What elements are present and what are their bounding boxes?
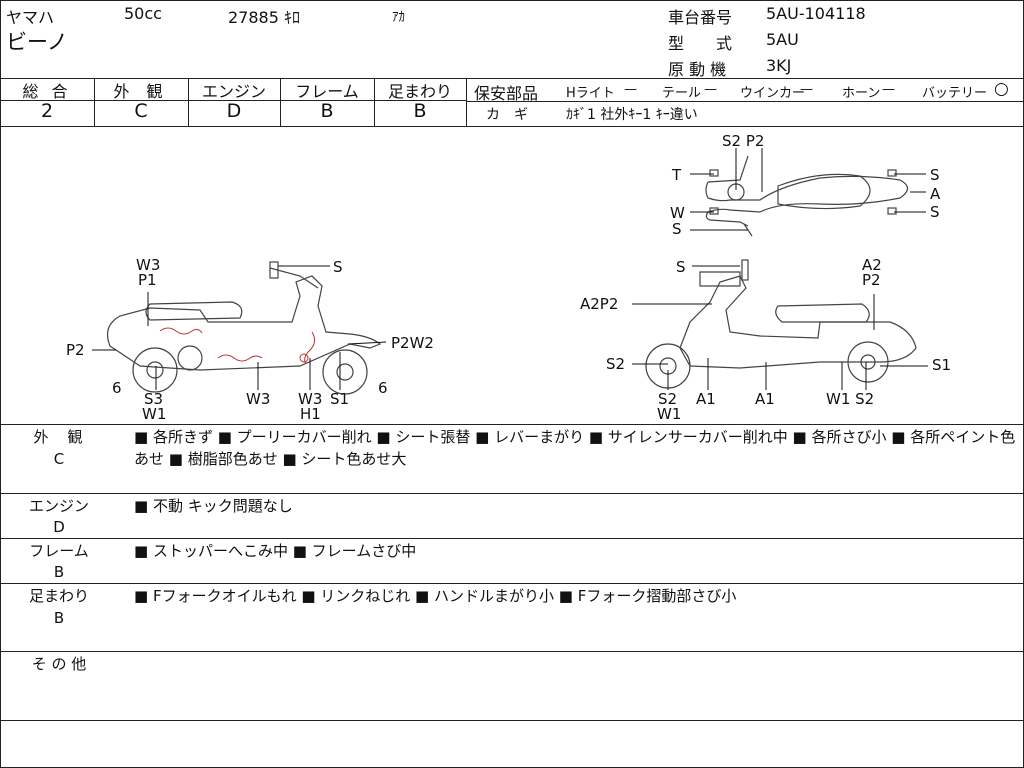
- label-right-w1s2: W1 S2: [826, 390, 875, 408]
- label-top-s-bottom: S: [672, 220, 682, 238]
- label-right-w1: W1: [657, 405, 682, 423]
- label-left-p1: P1: [138, 271, 157, 289]
- label-left-w3-mid: W3: [246, 390, 271, 408]
- label-right-a1b: A1: [755, 390, 775, 408]
- section-frame-text: ■ ストッパーへこみ中 ■ フレームさび中: [134, 542, 417, 560]
- label-right-s2-left: S2: [606, 355, 626, 373]
- divider: [466, 101, 1024, 102]
- section-suspension-label: 足まわり: [28, 587, 89, 605]
- label-left-6b: 6: [378, 379, 388, 397]
- section-engine-text: ■ 不動 キック問題なし: [134, 497, 293, 515]
- safety-battery: バッテリー: [922, 86, 988, 101]
- divider: [94, 78, 95, 126]
- label-left-s3: S3: [144, 390, 164, 408]
- key-label: カ ギ: [486, 107, 528, 123]
- grade-engine-value: D: [226, 100, 242, 122]
- scooter-diagram: [92, 148, 928, 395]
- safety-tail-mark: —: [704, 82, 717, 97]
- section-frame-label: フレーム: [29, 542, 89, 560]
- label-top-t: T: [672, 166, 682, 184]
- mileage: 27885 ｷﾛ: [228, 8, 300, 27]
- label-right-s: S: [676, 258, 686, 276]
- frame-no: 5AU-104118: [766, 4, 866, 23]
- engine-label: 原 動 機: [668, 60, 727, 79]
- label-left-6a: 6: [112, 379, 122, 397]
- divider: [0, 78, 1024, 79]
- label-right-a2p2-left: A2P2: [580, 295, 619, 313]
- grade-exterior-label: 外 観: [113, 82, 169, 101]
- color: ｱｶ: [392, 10, 405, 25]
- safety-battery-mark: ○: [994, 79, 1009, 99]
- label-top-w: W: [670, 204, 685, 222]
- section-engine-grade: D: [53, 518, 65, 536]
- grade-suspension-value: B: [413, 100, 427, 122]
- label-left-s: S: [333, 258, 343, 276]
- label-top-s2p2: S2 P2: [722, 132, 765, 150]
- displacement: 50cc: [124, 4, 162, 23]
- grade-suspension-label: 足まわり: [387, 82, 452, 101]
- divider: [374, 78, 375, 126]
- divider: [0, 538, 1024, 539]
- safety-headlight: Hライト: [566, 86, 615, 101]
- label-left-p2: P2: [66, 341, 85, 359]
- engine-value: 3KJ: [766, 56, 792, 75]
- section-suspension-text: ■ Fフォークオイルもれ ■ リンクねじれ ■ ハンドルまがり小 ■ Fフォーク…: [134, 587, 737, 605]
- section-engine-label: エンジン: [28, 497, 89, 515]
- grade-engine-label: エンジン: [201, 82, 266, 101]
- divider: [0, 126, 1024, 127]
- label-left-w3: W3: [136, 256, 161, 274]
- label-right-a2: A2: [862, 256, 882, 274]
- divider: [188, 78, 189, 126]
- safety-horn: ホーン: [842, 86, 881, 101]
- grade-exterior-value: C: [134, 100, 148, 122]
- safety-horn-mark: —: [882, 82, 895, 97]
- label-right-s2: S2: [658, 390, 678, 408]
- label-left-p2w2: P2W2: [391, 334, 434, 352]
- divider: [0, 424, 1024, 425]
- divider: [0, 651, 1024, 652]
- safety-tail: テール: [662, 86, 702, 101]
- section-suspension-grade: B: [53, 609, 65, 627]
- label-right-a1a: A1: [696, 390, 716, 408]
- label-right-s1: S1: [932, 356, 952, 374]
- section-frame-grade: B: [53, 563, 65, 581]
- divider: [0, 493, 1024, 494]
- divider: [0, 583, 1024, 584]
- left-side-scooter: [107, 261, 382, 395]
- section-exterior-grade: C: [53, 450, 65, 468]
- right-side-scooter: [645, 259, 917, 389]
- divider: [466, 78, 467, 126]
- grade-frame-label: フレーム: [295, 82, 359, 101]
- safety-winker: ウインカー: [740, 86, 806, 101]
- section-exterior-label: 外 観: [33, 428, 85, 446]
- label-top-a: A: [930, 185, 941, 203]
- grade-overall-value: 2: [40, 100, 54, 122]
- divider: [0, 720, 1024, 721]
- label-left-w3h1-b: H1: [300, 405, 321, 423]
- type-label: 型 式: [668, 34, 733, 53]
- label-left-w1: W1: [142, 405, 167, 423]
- label-top-s-r1: S: [930, 166, 940, 184]
- divider: [280, 78, 281, 126]
- grade-frame-value: B: [320, 100, 334, 122]
- label-left-w3h1-a: W3: [298, 390, 323, 408]
- maker: ヤマハ: [6, 8, 55, 27]
- label-top-s-r2: S: [930, 203, 940, 221]
- section-exterior-text: ■ 各所きず ■ プーリーカバー削れ ■ シート張替 ■ レバーまがり ■ サイ…: [134, 428, 1016, 468]
- frame-no-label: 車台番号: [668, 8, 733, 27]
- key-value: ｶｷﾞ1 社外ｷｰ1 ｷｰ違い: [566, 107, 698, 123]
- label-right-p2: P2: [862, 271, 881, 289]
- model-name: ビーノ: [6, 30, 68, 54]
- divider: [0, 100, 466, 101]
- safety-label: 保安部品: [474, 84, 539, 103]
- section-other-label: そ の 他: [31, 655, 87, 673]
- safety-headlight-mark: —: [624, 82, 637, 97]
- type-value: 5AU: [766, 30, 799, 49]
- grade-overall-label: 総 合: [22, 82, 72, 101]
- label-left-s1: S1: [330, 390, 350, 408]
- safety-winker-mark: —: [800, 82, 813, 97]
